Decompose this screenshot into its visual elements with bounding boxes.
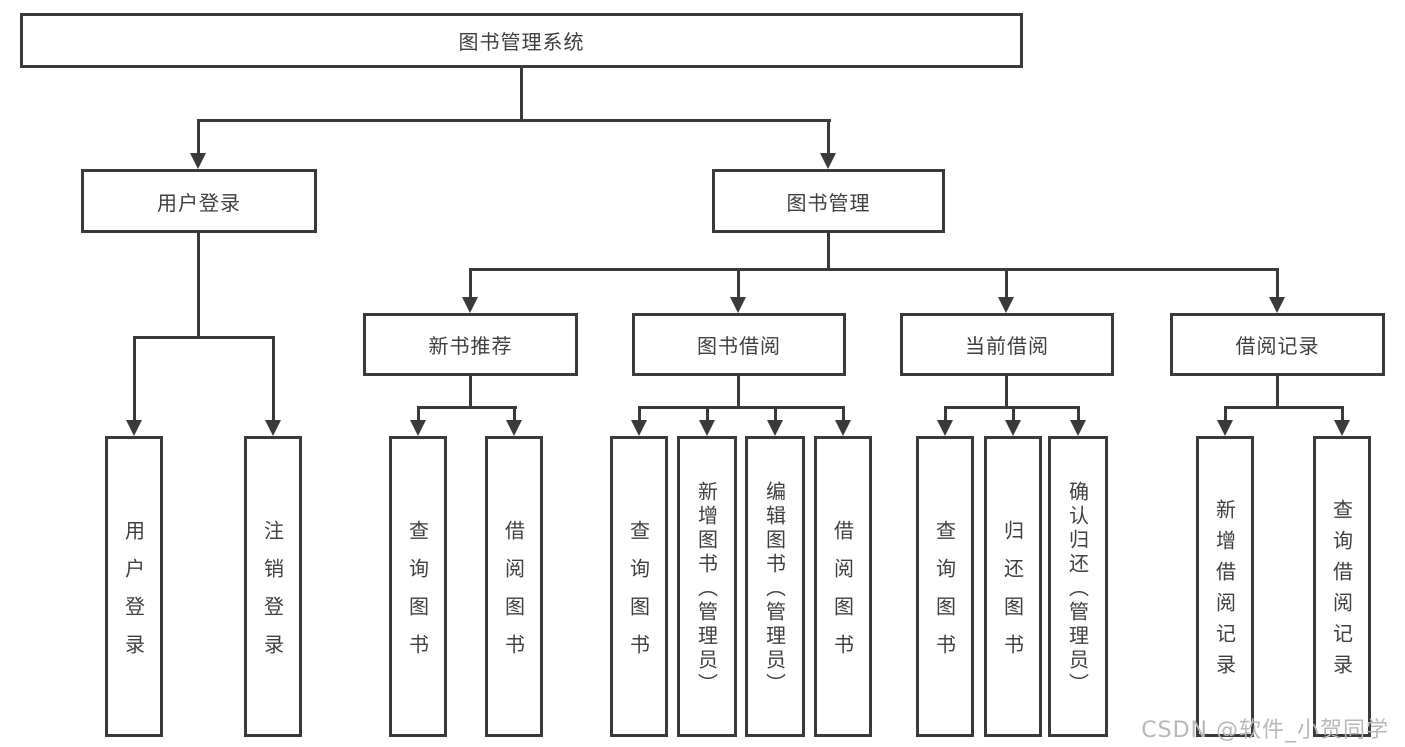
arrow-down-icon — [730, 297, 746, 313]
connector-line — [737, 376, 740, 409]
connector-line — [1224, 406, 1344, 409]
leaf-add-book-admin-label: 新增图书（管理员） — [694, 480, 719, 697]
node-root-label: 图书管理系统 — [458, 30, 585, 54]
connector-line — [197, 119, 831, 122]
connector-line — [1224, 406, 1227, 422]
arrow-down-icon — [1005, 420, 1021, 436]
arrow-down-icon — [265, 420, 281, 436]
leaf-query-books-current-label: 查询图书 — [932, 519, 957, 672]
leaf-edit-book-admin-label: 编辑图书（管理员） — [762, 480, 787, 697]
connector-line — [638, 406, 641, 422]
connector-line — [520, 68, 523, 121]
connector-line — [469, 268, 472, 299]
leaf-query-books-borrow-label: 查询图书 — [626, 519, 651, 672]
connector-line — [774, 406, 777, 422]
leaf-return-book: 归还图书 — [984, 436, 1042, 737]
connector-line — [827, 119, 830, 155]
arrow-down-icon — [410, 420, 426, 436]
connector-line — [272, 336, 275, 422]
node-current-borrow-label: 当前借阅 — [965, 334, 1049, 358]
leaf-borrow-books-label: 借阅图书 — [830, 519, 855, 672]
connector-line — [197, 119, 200, 155]
arrow-down-icon — [506, 420, 522, 436]
connector-line — [827, 233, 830, 271]
arrow-down-icon — [631, 420, 647, 436]
node-current-borrow: 当前借阅 — [900, 313, 1114, 376]
arrow-down-icon — [1217, 420, 1233, 436]
connector-line — [1341, 406, 1344, 422]
leaf-query-books-borrow: 查询图书 — [610, 436, 668, 737]
leaf-borrow-books: 借阅图书 — [814, 436, 872, 737]
leaf-query-borrow-record: 查询借阅记录 — [1313, 436, 1371, 737]
leaf-logout: 注销登录 — [244, 436, 302, 737]
arrow-down-icon — [1269, 297, 1285, 313]
connector-line — [842, 406, 845, 422]
node-book-management-label: 图书管理 — [786, 190, 871, 215]
node-new-book-recommend: 新书推荐 — [363, 313, 578, 376]
node-book-borrow: 图书借阅 — [632, 313, 846, 376]
leaf-confirm-return-admin-label: 确认归还（管理员） — [1065, 480, 1090, 697]
watermark: CSDN @软件_小贺同学 — [1141, 718, 1389, 743]
connector-line — [737, 268, 740, 299]
arrow-down-icon — [699, 420, 715, 436]
arrow-down-icon — [767, 420, 783, 436]
connector-line — [417, 406, 420, 422]
connector-line — [1276, 268, 1279, 299]
connector-line — [469, 268, 1279, 271]
arrow-down-icon — [937, 420, 953, 436]
node-book-borrow-label: 图书借阅 — [697, 334, 781, 358]
arrow-down-icon — [190, 153, 206, 169]
node-book-management: 图书管理 — [712, 169, 945, 233]
arrow-down-icon — [462, 297, 478, 313]
leaf-borrow-books-recommend-label: 借阅图书 — [501, 519, 526, 672]
leaf-query-books-current: 查询图书 — [916, 436, 974, 737]
node-root: 图书管理系统 — [20, 13, 1023, 68]
connector-line — [417, 406, 517, 409]
arrow-down-icon — [835, 420, 851, 436]
connector-line — [1005, 268, 1008, 299]
leaf-add-borrow-record-label: 新增借阅记录 — [1212, 499, 1237, 685]
arrow-down-icon — [1334, 420, 1350, 436]
connector-line — [133, 336, 275, 339]
leaf-logout-label: 注销登录 — [260, 519, 285, 672]
connector-line — [638, 406, 845, 409]
leaf-edit-book-admin: 编辑图书（管理员） — [745, 436, 805, 737]
leaf-query-books-recommend-label: 查询图书 — [405, 519, 430, 672]
leaf-user-login: 用户登录 — [105, 436, 163, 737]
leaf-confirm-return-admin: 确认归还（管理员） — [1048, 436, 1108, 737]
node-borrow-record-label: 借阅记录 — [1235, 334, 1320, 358]
connector-line — [944, 406, 947, 422]
leaf-add-borrow-record: 新增借阅记录 — [1196, 436, 1254, 737]
connector-line — [133, 336, 136, 422]
node-user-login-label: 用户登录 — [157, 190, 241, 215]
arrow-down-icon — [126, 420, 142, 436]
node-borrow-record: 借阅记录 — [1170, 313, 1385, 376]
leaf-borrow-books-recommend: 借阅图书 — [485, 436, 543, 737]
leaf-user-login-label: 用户登录 — [121, 519, 146, 672]
connector-line — [706, 406, 709, 422]
leaf-query-books-recommend: 查询图书 — [389, 436, 447, 737]
connector-line — [1077, 406, 1080, 422]
node-new-book-recommend-label: 新书推荐 — [428, 334, 513, 358]
leaf-add-book-admin: 新增图书（管理员） — [677, 436, 737, 737]
connector-line — [513, 406, 516, 422]
connector-line — [469, 376, 472, 409]
connector-line — [197, 233, 200, 339]
node-user-login: 用户登录 — [81, 169, 317, 233]
connector-line — [1276, 376, 1279, 409]
connector-line — [1012, 406, 1015, 422]
arrow-down-icon — [820, 153, 836, 169]
leaf-query-borrow-record-label: 查询借阅记录 — [1329, 499, 1354, 685]
arrow-down-icon — [998, 297, 1014, 313]
connector-line — [1005, 376, 1008, 409]
leaf-return-book-label: 归还图书 — [1000, 519, 1025, 672]
arrow-down-icon — [1070, 420, 1086, 436]
